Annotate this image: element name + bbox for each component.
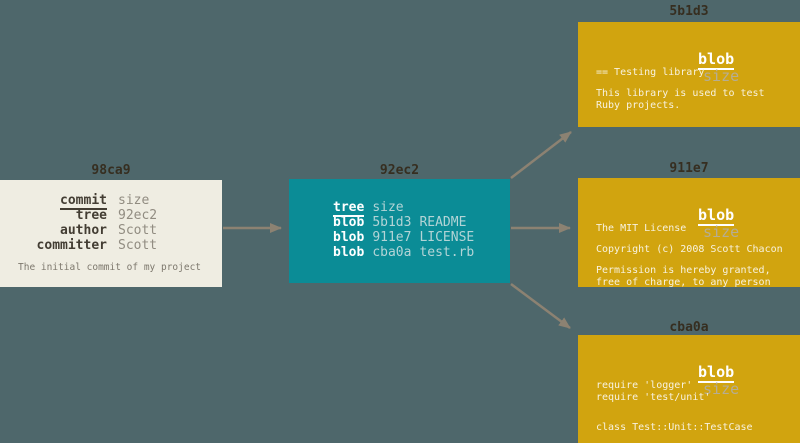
commit-object-box: commit size tree 92ec2 author Scott comm… [0, 180, 222, 287]
tree-header-row: tree size [333, 200, 510, 217]
blob-keyword: blob [698, 206, 735, 226]
commit-hash-label: 98ca9 [91, 163, 131, 178]
blob-content-line: Ruby projects. [596, 100, 681, 111]
blob-content-line: Permission is hereby granted, [596, 265, 771, 276]
commit-keyword: commit [60, 193, 107, 210]
blob-keyword: blob [698, 50, 735, 70]
blob-content-line: This library is used to test [596, 88, 765, 99]
tree-key: tree [75, 208, 107, 223]
author-value: Scott [118, 223, 158, 238]
entry-filename: test.rb [419, 245, 475, 260]
entry-hash: cba0a [372, 245, 412, 260]
entry-type: blob [333, 215, 365, 230]
commit-row-key: commit [0, 193, 107, 210]
blob-content-line: require 'logger' [596, 380, 693, 391]
blob-content-line: The MIT License [596, 223, 687, 234]
entry-hash: 911e7 [372, 230, 412, 245]
tree-entry-testrb: blob cba0a test.rb [333, 245, 510, 260]
blob-keyword: blob [698, 363, 735, 383]
blob-object-box-5b1d3: blob size == Testing library This librar… [578, 22, 800, 127]
blob-content: == Testing library This library is used … [578, 67, 800, 112]
tree-keyword-text: tree [333, 200, 365, 217]
entry-type: blob [333, 230, 365, 245]
blob-hash-label-5b1d3: 5b1d3 [669, 4, 709, 19]
blob-hash-label-911e7: 911e7 [669, 161, 709, 176]
tree-entry-readme: blob 5b1d3 README [333, 215, 510, 230]
tree-size-value: size [372, 200, 404, 215]
blob-hash-label-cba0a: cba0a [669, 320, 709, 335]
blob-content-line: class Test::Unit::TestCase [596, 422, 753, 433]
commit-row-tree: tree 92ec2 [0, 208, 222, 223]
commit-row-commit: commit size [0, 193, 222, 210]
tree-hash-value: 92ec2 [118, 208, 158, 223]
commit-message: The initial commit of my project [18, 262, 202, 273]
blob-size-label: size [703, 380, 740, 398]
entry-filename: README [419, 215, 467, 230]
blob-object-box-cba0a: blob size require 'logger' require 'test… [578, 335, 800, 443]
tree-entry-license: blob 911e7 LICENSE [333, 230, 510, 245]
blob-content-line: == Testing library [596, 67, 705, 78]
arrow-tree-to-blob-5b1d3 [510, 131, 572, 179]
committer-key: committer [36, 238, 107, 253]
entry-filename: LICENSE [419, 230, 475, 245]
entry-hash: 5b1d3 [372, 215, 412, 230]
arrow-tree-to-blob-cba0a [510, 282, 571, 330]
blob-title: blob size [578, 34, 800, 85]
blob-size-label: size [703, 67, 740, 85]
blob-content-line: Copyright (c) 2008 Scott Chacon [596, 244, 783, 255]
tree-object-box: tree size blob 5b1d3 README blob 911e7 L… [289, 179, 510, 283]
blob-content: require 'logger' require 'test/unit' cla… [578, 380, 800, 434]
blob-content: The MIT License Copyright (c) 2008 Scott… [578, 223, 800, 289]
blob-content-line: free of charge, to any person [596, 277, 771, 288]
author-key: author [60, 223, 107, 238]
blob-title: blob size [578, 190, 800, 241]
committer-value: Scott [118, 238, 158, 253]
blob-object-box-911e7: blob size The MIT License Copyright (c) … [578, 178, 800, 289]
commit-row-author: author Scott [0, 223, 222, 238]
tree-keyword: tree [333, 200, 365, 217]
commit-size-value: size [118, 193, 150, 208]
entry-type: blob [333, 245, 365, 260]
blob-title: blob size [578, 347, 800, 398]
blob-content-line: require 'test/unit' [596, 392, 711, 403]
tree-hash-label: 92ec2 [379, 163, 420, 178]
commit-row-committer: committer Scott [0, 238, 222, 253]
blob-size-label: size [703, 223, 740, 241]
